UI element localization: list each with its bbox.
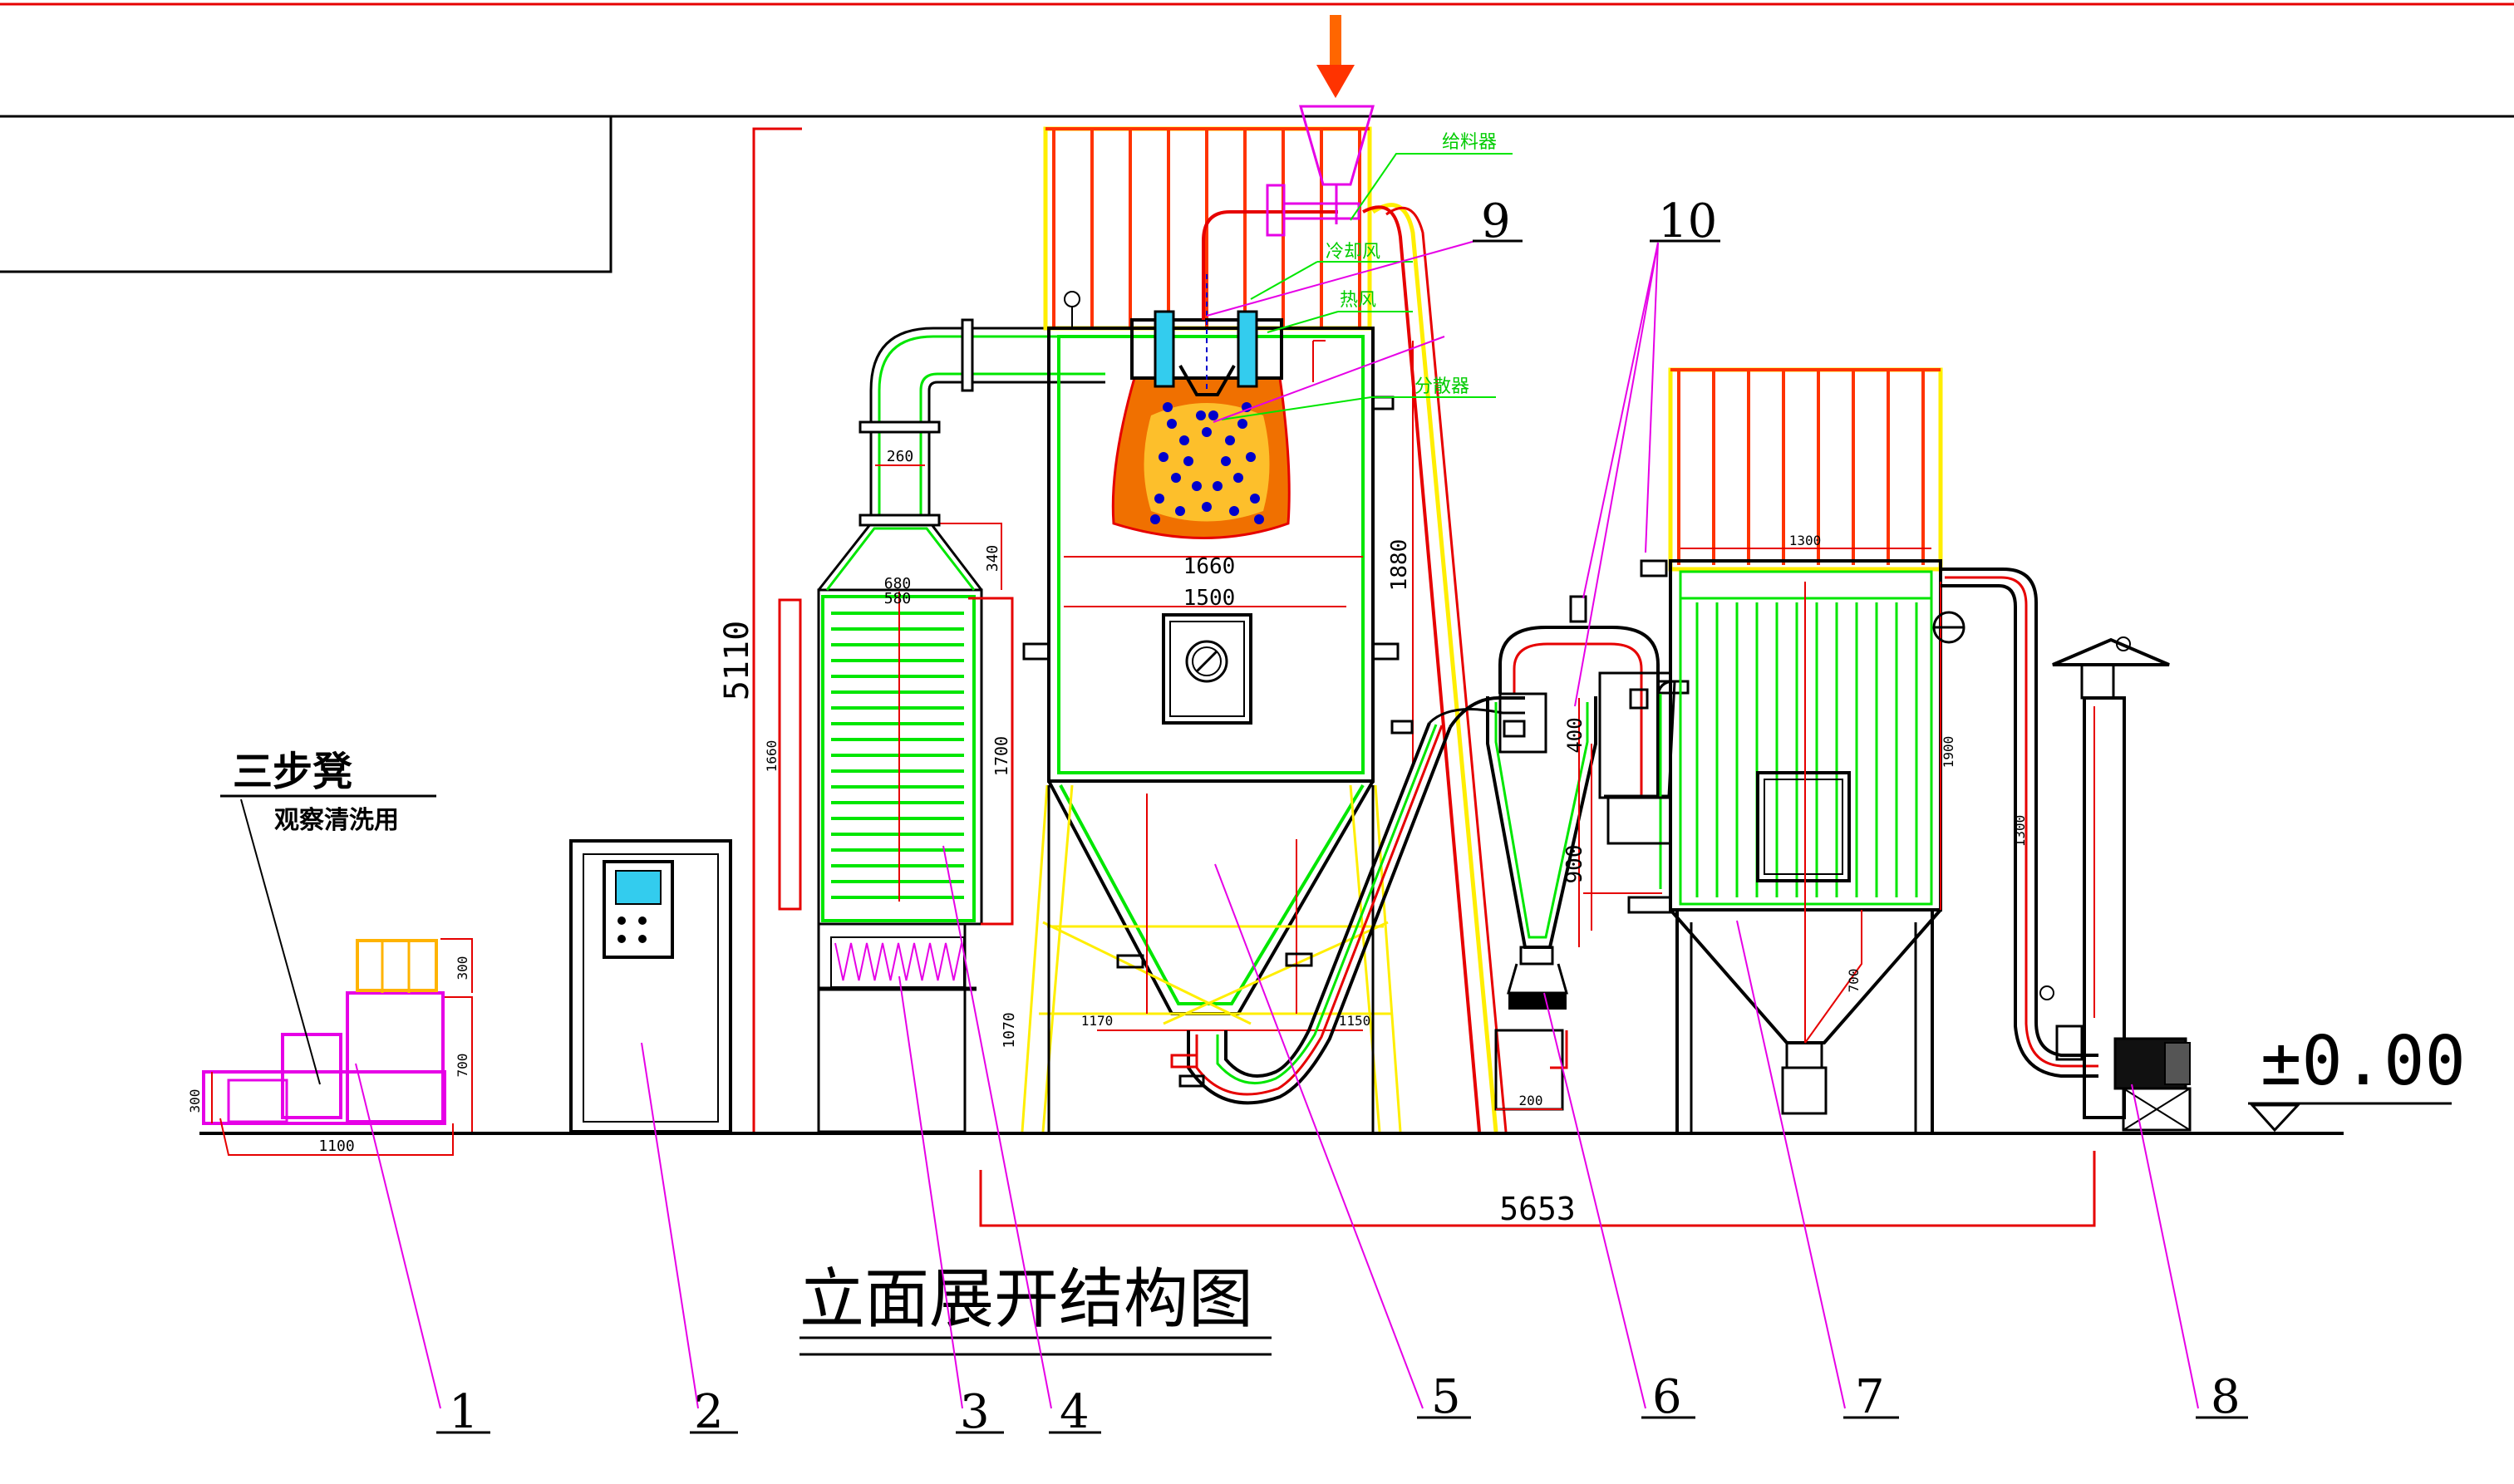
exhaust-fan-chimney: 1300 [1932,568,2192,1132]
tower-dim-outer: 1660 [1183,554,1236,579]
svg-text:8: 8 [2211,1370,2241,1424]
bag-filter-door [1756,771,1851,882]
drawing-title-block: 立面展开结构图 [799,1262,1272,1356]
svg-text:1: 1 [449,1385,479,1439]
tower-dim-base: 1070 [1001,1012,1018,1048]
stool-title: 三步凳 [233,749,352,795]
tower-dim-inner: 1500 [1183,586,1236,611]
annotation-feeder: 给料器 [1442,132,1497,153]
callout-4: 4 [1049,1385,1101,1439]
annotation-distributor: 分散器 [1414,376,1469,397]
elevation-marker: ±0.00 [2248,1022,2466,1133]
callout-3: 3 [956,1385,1004,1439]
svg-text:10: 10 [1658,194,1717,248]
callout-labels: 1 2 3 4 5 6 7 8 [436,194,2248,1439]
callout-2: 2 [690,1385,738,1439]
heater-dim-left: 1660 [764,740,780,773]
drawing-title: 立面展开结构图 [799,1262,1253,1337]
svg-text:7: 7 [1855,1370,1885,1424]
hot-air-duct: 260 [858,318,1105,527]
svg-text:9: 9 [1481,194,1511,248]
stool-subtitle: 观察清洗用 [274,806,399,835]
cyclone-separator: 400 900 200 [1486,595,1690,1111]
svg-text:4: 4 [1060,1385,1090,1439]
air-filter-base [817,922,977,1133]
callout-6: 6 [1641,1370,1695,1424]
control-screen [615,870,662,905]
stool-dim-top: 300 [455,956,470,980]
callout-8: 8 [2196,1370,2248,1424]
tower-dim-height: 1880 [1387,539,1412,592]
total-height-dimension: 5110 [718,127,802,1132]
fan-dim-pipe: 1300 [2012,815,2028,848]
callout-9: 9 [1473,194,1523,248]
stool-dim-height: 700 [455,1054,470,1078]
bag-filter: 1300 1900 700 [1598,367,1956,1132]
stool-dim-step: 300 [187,1089,203,1113]
total-height-label: 5110 [718,621,756,700]
callout-7: 7 [1843,1370,1899,1424]
cyclone-dim-body: 900 [1562,845,1587,884]
cyclone-dim-bottom: 200 [1519,1093,1543,1108]
svg-text:3: 3 [960,1385,990,1439]
elevation-label: ±0.00 [2261,1022,2466,1101]
heater-dim-height: 1700 [991,736,1011,776]
svg-text:2: 2 [694,1385,724,1439]
three-step-stool: 1100 700 300 300 三步凳 观察清洗用 [187,749,473,1156]
green-annotations: 给料器 冷却风 热风 分散器 [1221,132,1513,420]
duct-dim: 260 [887,448,914,465]
svg-text:6: 6 [1652,1370,1682,1424]
tower-inspection-window [1162,613,1252,725]
callout-5: 5 [1417,1370,1471,1424]
cyclone-dim-top: 400 [1563,717,1587,753]
svg-text:5: 5 [1431,1370,1461,1424]
stool-dim-width: 1100 [318,1138,354,1155]
callout-leaders [355,240,2199,1409]
discharge-duct [1116,695,1525,1105]
tower-dim-cone-a: 1170 [1081,1013,1114,1029]
filter-dim-cone: 700 [1846,969,1862,993]
annotation-cooling-air: 冷却风 [1326,242,1380,263]
tower-dim-cone-b: 1150 [1339,1013,1371,1029]
title-frame [0,2,2514,273]
filter-dim-width: 1300 [1789,533,1822,548]
annotation-hot-air: 热风 [1340,290,1376,311]
total-length-label: 5653 [1499,1191,1576,1227]
heater-dim-width-b: 580 [884,590,912,607]
callout-10: 10 [1650,194,1720,248]
heater-dim-transition: 340 [984,545,1001,572]
filter-dim-height: 1900 [1941,736,1956,769]
total-length-dimension: 5653 [979,1151,2096,1227]
callout-1: 1 [436,1385,490,1439]
heater-dim-width-a: 680 [884,575,912,592]
drying-tower: 1660 1500 1880 1170 1150 1070 [1001,15,1508,1133]
air-heater: 680 580 1700 1660 340 [764,522,1014,926]
control-cabinet [569,839,732,1133]
